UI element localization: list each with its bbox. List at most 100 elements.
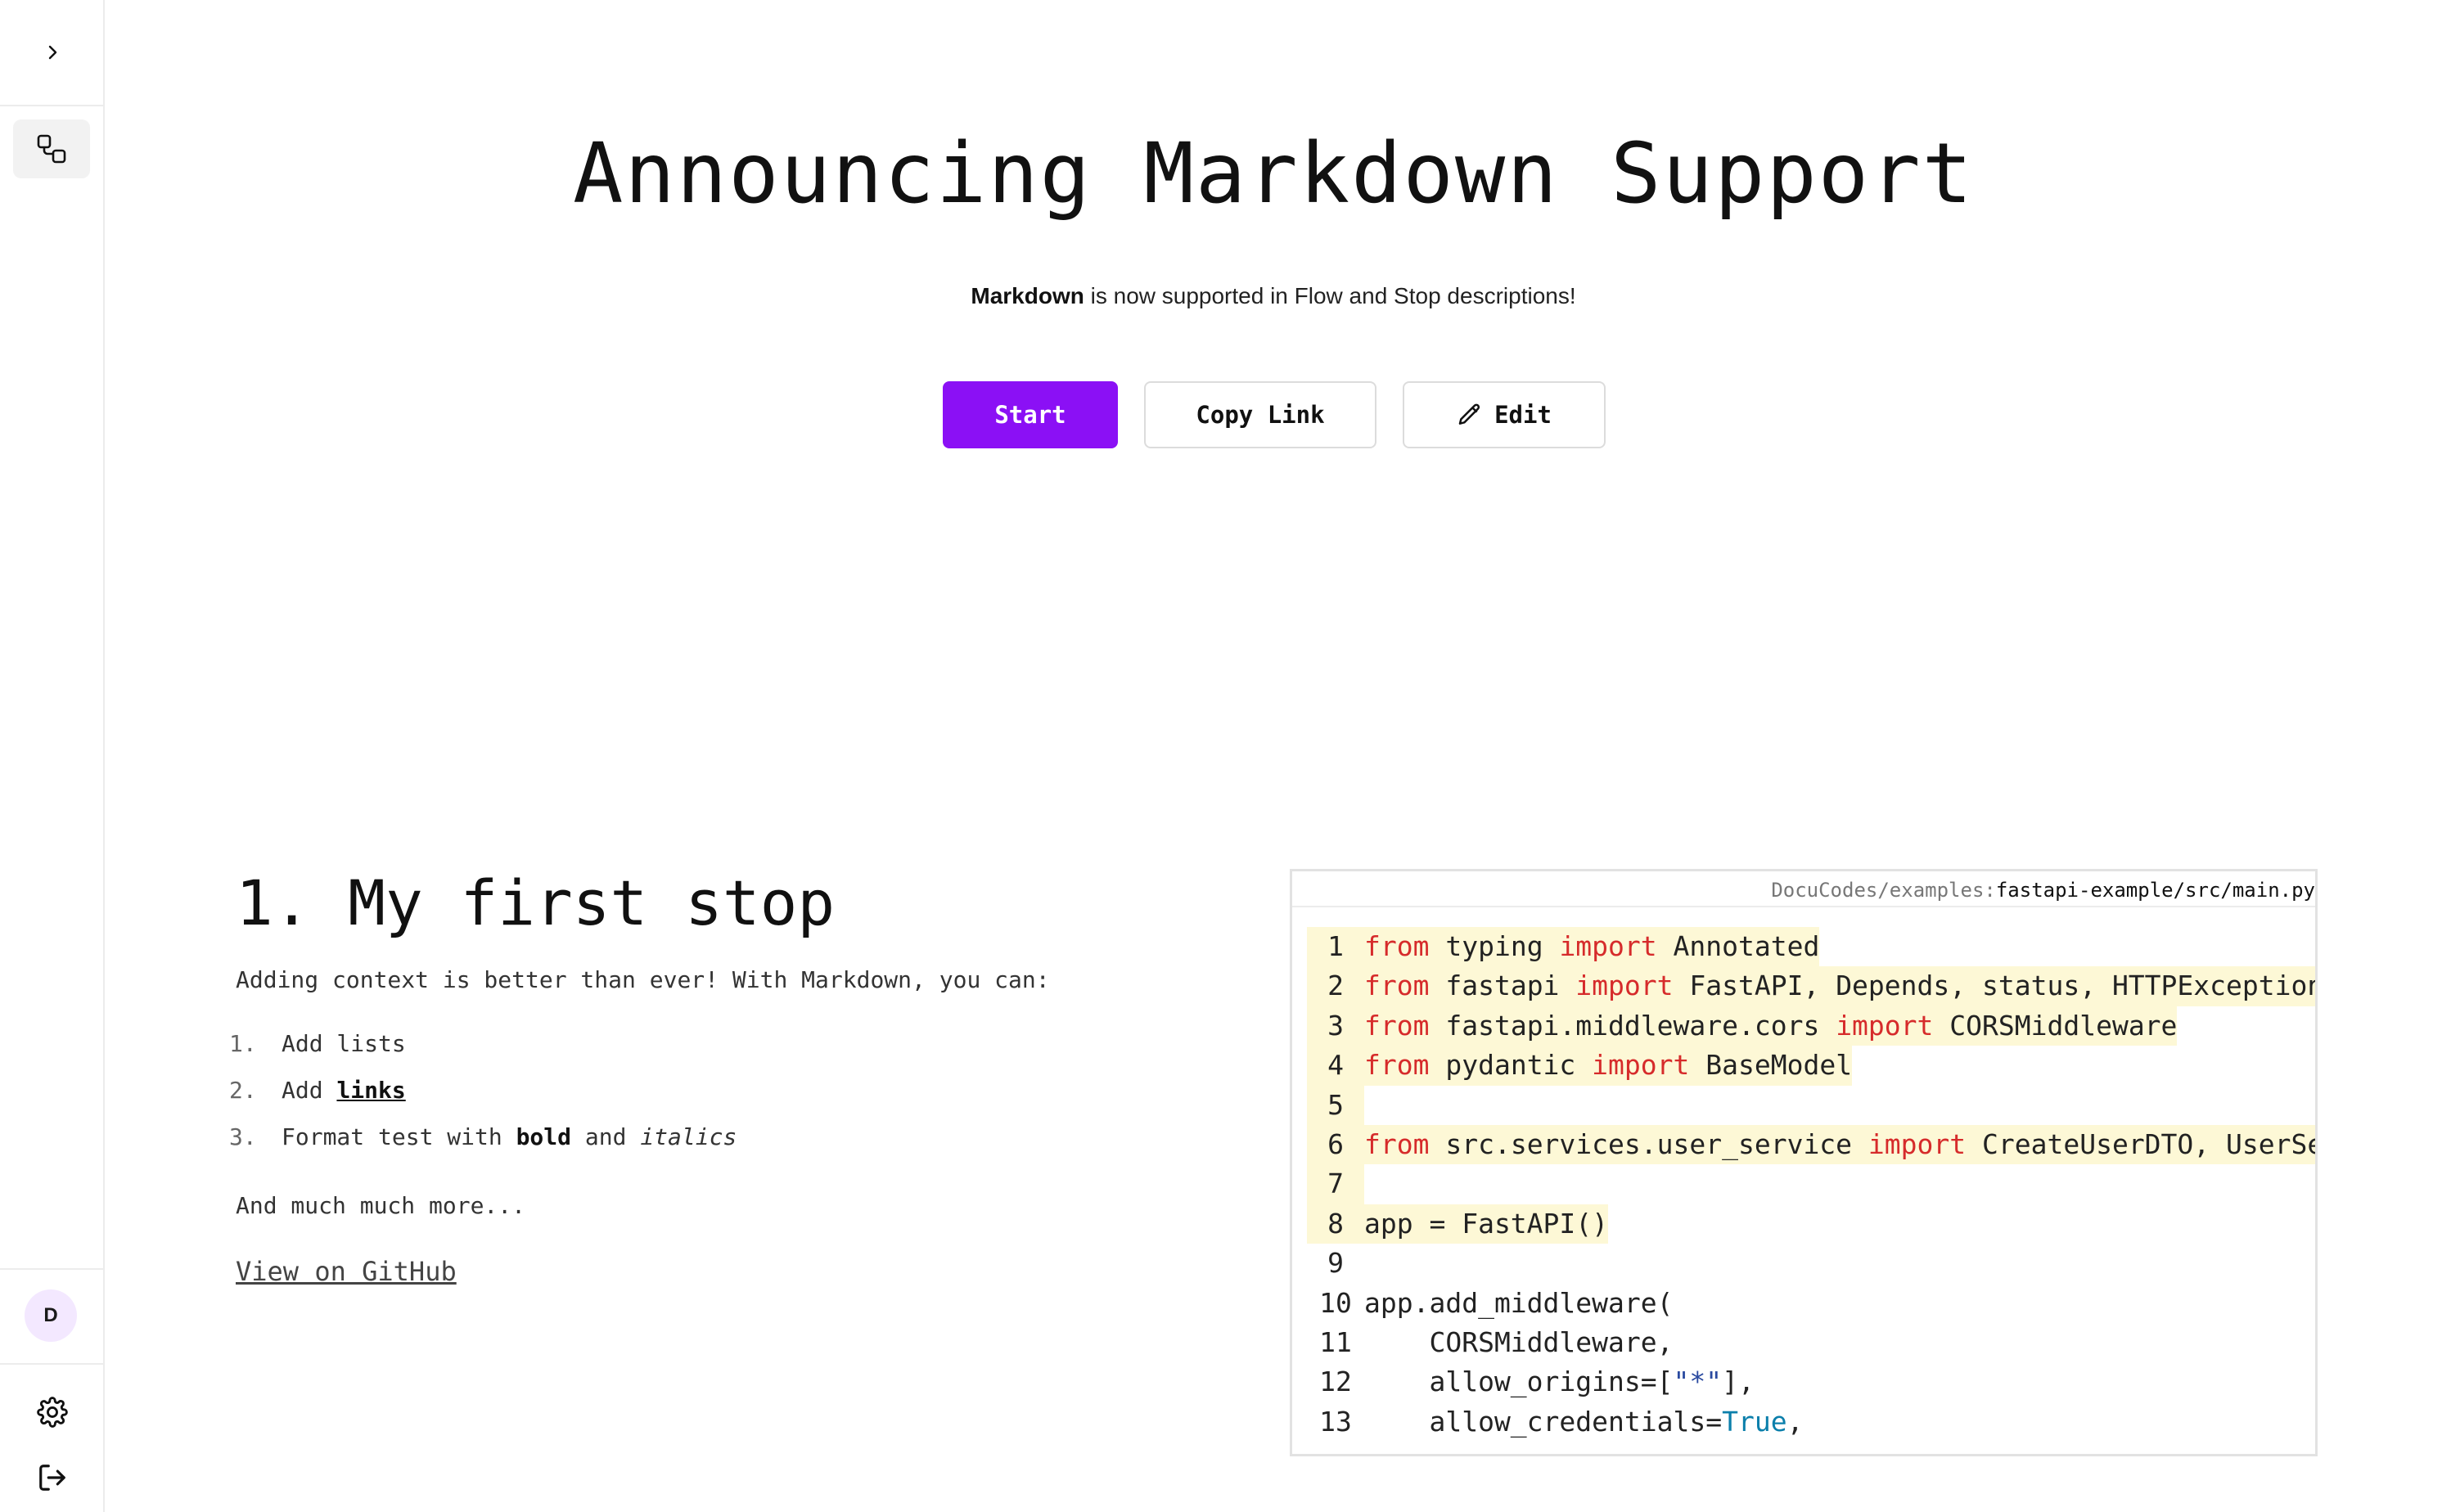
- code-token: from: [1364, 970, 1430, 1002]
- code-text: allow_credentials=True,: [1364, 1402, 1803, 1442]
- code-line: 11 CORSMiddleware,: [1307, 1323, 2315, 1362]
- start-button[interactable]: Start: [943, 381, 1118, 448]
- line-number: 8: [1307, 1204, 1364, 1244]
- code-text: from fastapi import FastAPI, Depends, st…: [1364, 966, 2318, 1006]
- code-token: ],: [1722, 1366, 1755, 1398]
- list-item: 1. Add lists: [229, 1028, 737, 1074]
- code-line: 12 allow_origins=["*"],: [1307, 1362, 2315, 1402]
- line-number: 12: [1319, 1366, 1352, 1398]
- code-line: 9: [1307, 1244, 2315, 1283]
- code-token: BaseModel: [1689, 1049, 1853, 1082]
- copy-link-button[interactable]: Copy Link: [1144, 381, 1376, 448]
- sidebar-divider: [0, 105, 103, 106]
- code-token: True: [1722, 1405, 1787, 1438]
- code-token: CORSMiddleware,: [1364, 1325, 1674, 1358]
- pencil-icon: [1458, 403, 1480, 425]
- code-header-divider: [1292, 906, 2315, 907]
- code-token: src.services.user_service: [1429, 1127, 1868, 1160]
- stop-title: 1. My first stop: [236, 866, 836, 939]
- code-file: fastapi-example/src/main.py: [1995, 879, 2315, 902]
- code-text: app.add_middleware(: [1364, 1284, 1674, 1323]
- list-item-mid: and: [571, 1123, 641, 1150]
- stop-more-text: And much much more...: [236, 1192, 526, 1219]
- links-link[interactable]: links: [336, 1077, 406, 1104]
- code-text: from typing import Annotated: [1364, 927, 1820, 967]
- code-token: from: [1364, 1127, 1430, 1160]
- list-item-prefix: Format test with: [282, 1123, 516, 1150]
- code-token: typing: [1429, 930, 1560, 962]
- line-number: 4: [1307, 1046, 1364, 1086]
- code-line: 7: [1307, 1164, 2315, 1204]
- view-on-github-link[interactable]: View on GitHub: [236, 1256, 457, 1287]
- code-text: from pydantic import BaseModel: [1364, 1046, 1853, 1086]
- code-text: from fastapi.middleware.cors import CORS…: [1364, 1006, 2178, 1046]
- line-number: 2: [1307, 966, 1364, 1006]
- code-token: from: [1364, 1049, 1430, 1082]
- stop-list: 1. Add lists 2. Add links 3. Format test…: [229, 1028, 737, 1168]
- code-token: import: [1836, 1009, 1934, 1042]
- list-number: 3.: [229, 1123, 257, 1150]
- page-title: Announcing Markdown Support: [572, 125, 1975, 223]
- subtitle-bold: Markdown: [971, 283, 1084, 308]
- list-item: 3. Format test with bold and italics: [229, 1121, 737, 1168]
- code-text: allow_origins=["*"],: [1364, 1362, 1755, 1402]
- code-token: ,: [1786, 1405, 1804, 1438]
- line-number: 7: [1307, 1164, 1364, 1204]
- line-number: 1: [1307, 927, 1364, 967]
- edit-button[interactable]: Edit: [1403, 381, 1606, 448]
- expand-sidebar-button[interactable]: [20, 33, 85, 72]
- line-number: 9: [1327, 1247, 1344, 1280]
- list-number: 1.: [229, 1030, 257, 1057]
- line-number: 13: [1319, 1405, 1352, 1438]
- bold-text: bold: [516, 1123, 572, 1150]
- line-number: 6: [1307, 1124, 1364, 1165]
- subtitle-text: is now supported in Flow and Stop descri…: [1084, 283, 1576, 308]
- logout-button[interactable]: [28, 1453, 77, 1502]
- gear-icon: [37, 1397, 68, 1428]
- code-token: app = FastAPI(): [1364, 1207, 1609, 1240]
- code-line: 5: [1307, 1085, 2315, 1125]
- list-item-text: Add links: [282, 1074, 406, 1121]
- code-token: fastapi: [1429, 970, 1576, 1002]
- line-number: 10: [1319, 1286, 1352, 1319]
- code-panel: DocuCodes/examples:fastapi-example/src/m…: [1290, 869, 2318, 1456]
- code-token: "*": [1673, 1366, 1723, 1398]
- sidebar: D: [0, 0, 105, 1512]
- start-button-label: Start: [994, 401, 1066, 429]
- line-number: 11: [1319, 1325, 1352, 1358]
- stop-intro: Adding context is better than ever! With…: [236, 966, 1050, 993]
- code-text: CORSMiddleware,: [1364, 1323, 1674, 1362]
- code-text: app = FastAPI(): [1364, 1204, 1609, 1244]
- list-number: 2.: [229, 1077, 257, 1104]
- page-subtitle: Markdown is now supported in Flow and St…: [105, 280, 2442, 313]
- edit-button-label: Edit: [1494, 401, 1552, 429]
- logout-icon: [39, 1465, 65, 1491]
- code-file-path: DocuCodes/examples:fastapi-example/src/m…: [1771, 878, 2315, 902]
- avatar-initial: D: [43, 1304, 58, 1326]
- code-token: import: [1868, 1127, 1967, 1160]
- sidebar-divider: [0, 1268, 103, 1270]
- code-repo: DocuCodes/examples:: [1771, 879, 1996, 902]
- code-token: from: [1364, 930, 1430, 962]
- sidebar-divider: [0, 1363, 103, 1365]
- code-token: allow_credentials=: [1364, 1405, 1723, 1438]
- code-text: from src.services.user_service import Cr…: [1364, 1124, 2318, 1165]
- code-token: FastAPI, Depends, status, HTTPException: [1673, 970, 2318, 1002]
- sidebar-item-flows[interactable]: [13, 119, 90, 178]
- chevron-right-icon: [48, 45, 57, 60]
- code-token: app.add_middleware(: [1364, 1286, 1674, 1319]
- list-item-text: Format test with bold and italics: [282, 1121, 737, 1168]
- user-avatar[interactable]: D: [25, 1289, 77, 1342]
- line-number: 3: [1307, 1006, 1364, 1046]
- code-token: from: [1364, 1009, 1430, 1042]
- code-token: pydantic: [1429, 1049, 1593, 1082]
- code-line: 10 app.add_middleware(: [1307, 1284, 2315, 1323]
- settings-button[interactable]: [28, 1388, 77, 1437]
- code-token: CreateUserDTO, UserServ: [1966, 1127, 2318, 1160]
